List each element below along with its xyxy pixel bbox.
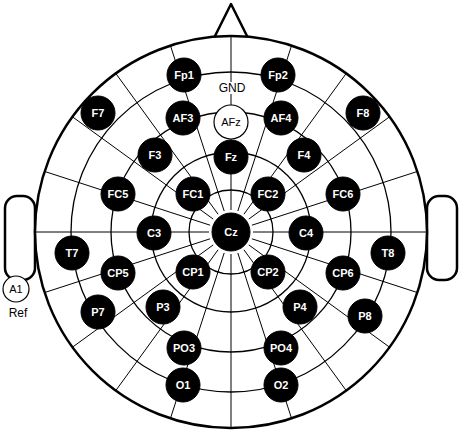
reference-electrode: AFz	[213, 104, 249, 140]
electrode-label: P3	[156, 302, 169, 313]
electrode: CP2	[250, 254, 286, 290]
electrode-label: P4	[293, 302, 306, 313]
electrode: FC2	[250, 176, 286, 212]
electrode: F8	[345, 95, 381, 131]
electrode-label: CP1	[182, 267, 203, 278]
electrode-label: T8	[382, 248, 395, 259]
electrode: F7	[80, 95, 116, 131]
head-outline	[35, 36, 427, 428]
electrode-label: PO3	[173, 343, 195, 354]
electrode: Cz	[211, 212, 251, 252]
electrode: O1	[165, 367, 201, 403]
electrode: P8	[347, 298, 383, 334]
electrode-label: CP2	[257, 267, 278, 278]
electrode-label: C3	[147, 228, 161, 239]
electrode: FC6	[325, 176, 361, 212]
electrode-label: CP6	[332, 268, 353, 279]
grid-spokes	[35, 36, 427, 428]
electrode-label: C4	[299, 228, 313, 239]
electrode-label: F8	[357, 108, 370, 119]
electrode: F3	[137, 137, 173, 173]
electrode-label: AFz	[221, 117, 241, 128]
electrode-label: Cz	[224, 227, 237, 238]
electrode: CP5	[100, 255, 136, 291]
electrode: Fp1	[166, 57, 202, 93]
electrode: FC1	[175, 176, 211, 212]
electrode-label: P8	[358, 311, 371, 322]
electrode-label: FC2	[258, 189, 279, 200]
electrode-label: PO4	[270, 343, 292, 354]
electrode: O2	[263, 367, 299, 403]
electrode: PO3	[166, 330, 202, 366]
electrode-label: Fp1	[174, 70, 194, 81]
electrode-label: AF3	[173, 113, 194, 124]
electrode: PO4	[263, 330, 299, 366]
electrode: T8	[370, 235, 406, 271]
electrode: Fz	[213, 139, 249, 175]
electrode-label: O2	[274, 380, 289, 391]
electrode: F4	[286, 137, 322, 173]
right-ear	[427, 196, 457, 280]
electrode-label: CP5	[107, 268, 128, 279]
electrode-label: F4	[298, 150, 311, 161]
ground-label: GND	[218, 82, 247, 94]
electrode-label: F7	[92, 108, 105, 119]
nose	[213, 4, 249, 40]
electrode: P7	[80, 294, 116, 330]
electrode: CP1	[175, 254, 211, 290]
electrode: AF4	[263, 100, 299, 136]
reference-electrode: A1	[2, 275, 30, 303]
electrode-label: P7	[91, 307, 104, 318]
electrode-label: FC6	[333, 189, 354, 200]
electrode-label: O1	[176, 380, 191, 391]
electrode: P3	[145, 289, 181, 325]
reference-label: Ref	[8, 307, 29, 319]
electrode: C4	[288, 215, 324, 251]
electrode-label: F3	[149, 150, 162, 161]
electrode: T7	[54, 235, 90, 271]
electrode: AF3	[165, 100, 201, 136]
electrode: P4	[282, 289, 318, 325]
electrode: C3	[136, 215, 172, 251]
electrode-label: AF4	[271, 113, 292, 124]
electrode: FC5	[100, 176, 136, 212]
electrode-label: T7	[66, 248, 79, 259]
grid-rings	[71, 72, 391, 392]
left-ear	[5, 196, 35, 280]
electrode: CP6	[325, 255, 361, 291]
electrode-label: FC5	[108, 189, 129, 200]
electrode-label: Fp2	[268, 70, 288, 81]
electrode-label: FC1	[183, 189, 204, 200]
electrode-label: A1	[9, 284, 22, 295]
electrode: Fp2	[260, 57, 296, 93]
electrode-label: Fz	[225, 152, 237, 163]
